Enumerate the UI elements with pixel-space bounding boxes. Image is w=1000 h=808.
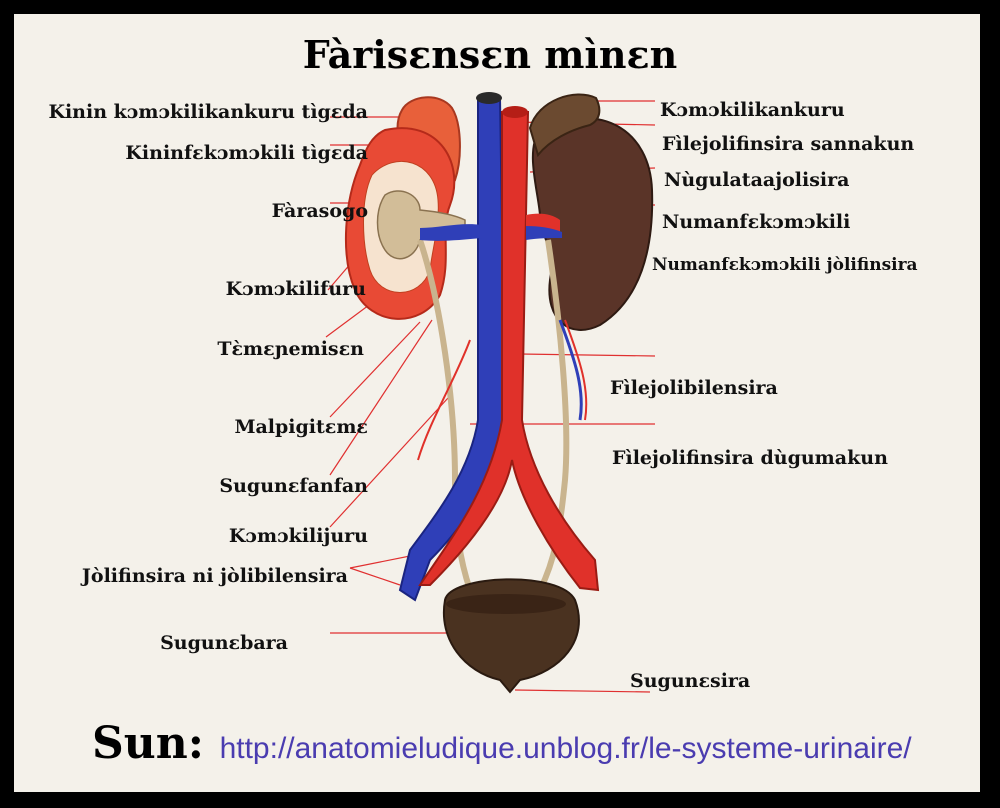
label-urine-duct: Sugunɛfanfan	[219, 475, 368, 497]
label-vein: Fìlejolibilensira	[610, 377, 778, 399]
label-malpighi: Malpigitɛmɛ	[234, 416, 368, 438]
label-aorta-upper: Fìlejolifinsira sannakun	[662, 133, 915, 155]
label-right-kidney: Numanfɛkɔmɔkili	[662, 211, 851, 233]
diagram-canvas: Fàrisɛnsɛn mìnɛn Kinin kɔmɔkilikankuru t…	[14, 14, 980, 792]
source-credit: Sun: http://anatomieludique.unblog.fr/le…	[92, 718, 912, 769]
label-bladder: Sugunɛbara	[160, 632, 288, 654]
label-arteries-veins: Jòlifinsira ni jòlibilensira	[81, 565, 348, 587]
label-adrenal-gland-right: Kɔmɔkilikankuru	[660, 99, 845, 121]
label-pyramid: Tɛ̀mɛɲemisɛn	[217, 338, 364, 360]
label-kidney-node: Kɔmɔkilijuru	[228, 525, 368, 547]
source-url[interactable]: http://anatomieludique.unblog.fr/le-syst…	[219, 732, 912, 765]
label-adrenal-gland-left: Kinin kɔmɔkilikankuru tìgɛda	[48, 101, 368, 123]
urinary-system-illustration	[325, 92, 656, 694]
right-ureter	[537, 239, 570, 592]
label-aorta-lower: Fìlejolifinsira dùgumakun	[612, 447, 888, 469]
label-urethra: Sugunɛsira	[630, 670, 751, 692]
aorta	[418, 111, 600, 592]
source-prefix: Sun:	[92, 718, 204, 769]
diagram-title: Fàrisɛnsɛn mìnɛn	[302, 32, 678, 77]
label-renal-capsule: Kɔmɔkilifuru	[225, 278, 366, 300]
right-adrenal-gland	[528, 93, 601, 158]
label-renal-pelvis: Fàrasogo	[271, 200, 368, 222]
label-vena-cava: Nùgulataajolisira	[664, 169, 850, 191]
left-ureter	[417, 239, 473, 591]
label-kidney-left: Kininfɛkɔmɔkili tìgɛda	[125, 142, 368, 164]
label-renal-artery: Numanfɛkɔmɔkili jòlifinsira	[652, 255, 918, 275]
